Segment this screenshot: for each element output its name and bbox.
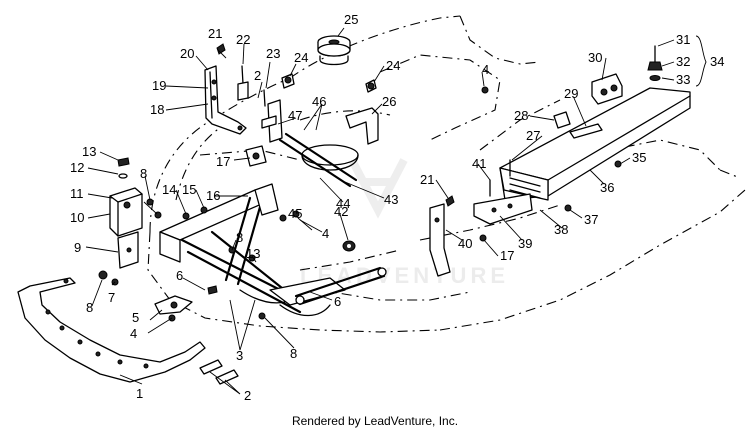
callout-14: 14 bbox=[162, 182, 176, 197]
callout-21: 21 bbox=[208, 26, 222, 41]
callout-6: 6 bbox=[334, 294, 341, 309]
upper-left-hanger-bracket bbox=[204, 43, 247, 135]
hardware-nuts bbox=[98, 86, 489, 322]
callout-23: 23 bbox=[266, 46, 280, 61]
callout-42: 42 bbox=[334, 204, 348, 219]
center-hardware bbox=[292, 210, 356, 252]
stud-nut-stack bbox=[647, 45, 663, 81]
callout-17: 17 bbox=[500, 248, 514, 263]
callout-26: 26 bbox=[382, 94, 396, 109]
rail-clip bbox=[553, 111, 571, 129]
bumper-bolts bbox=[199, 359, 239, 385]
callout-21: 21 bbox=[420, 172, 434, 187]
callout-20: 20 bbox=[180, 46, 194, 61]
callout-3: 3 bbox=[236, 348, 243, 363]
callout-2: 2 bbox=[244, 388, 251, 403]
callout-19: 19 bbox=[152, 78, 166, 93]
callout-28: 28 bbox=[514, 108, 528, 123]
rear-side-bracket bbox=[429, 195, 487, 277]
callout-15: 15 bbox=[182, 182, 196, 197]
callout-47: 47 bbox=[288, 108, 302, 123]
callout-44: 44 bbox=[336, 196, 350, 211]
callout-41: 41 bbox=[472, 156, 486, 171]
callout-45: 45 bbox=[288, 206, 302, 221]
callout-4: 4 bbox=[322, 226, 329, 241]
callout-13: 13 bbox=[246, 246, 260, 261]
callout-22: 22 bbox=[236, 32, 250, 47]
callout-29: 29 bbox=[564, 86, 578, 101]
callout-2: 2 bbox=[254, 68, 261, 83]
callout-8: 8 bbox=[140, 166, 147, 181]
callout-46: 46 bbox=[312, 94, 326, 109]
right-mount-bracket bbox=[345, 79, 379, 145]
callout-33: 33 bbox=[676, 72, 690, 87]
callout-8: 8 bbox=[236, 230, 243, 245]
callout-4: 4 bbox=[130, 326, 137, 341]
callout-34: 34 bbox=[710, 54, 724, 69]
rail-mount-plate bbox=[473, 159, 622, 225]
engine-mount-area bbox=[245, 132, 359, 188]
right-frame-rail bbox=[499, 87, 691, 201]
callout-11: 11 bbox=[70, 186, 84, 201]
decal-plate bbox=[569, 123, 603, 139]
callout-39: 39 bbox=[518, 236, 532, 251]
callout-36: 36 bbox=[600, 180, 614, 195]
callout-8: 8 bbox=[290, 346, 297, 361]
callout-27: 27 bbox=[526, 128, 540, 143]
callout-16: 16 bbox=[206, 188, 220, 203]
callout-17: 17 bbox=[216, 154, 230, 169]
callout-4: 4 bbox=[482, 62, 489, 77]
steering-link bbox=[294, 266, 387, 306]
callout-24: 24 bbox=[386, 58, 400, 73]
callout-labels: 1 2 2 3 4 4 4 5 6 6 7 8 8 8 8 9 10 11 12… bbox=[70, 12, 724, 403]
center-top-bracket bbox=[237, 65, 295, 143]
hitch-bracket bbox=[591, 73, 623, 105]
callout-40: 40 bbox=[458, 236, 472, 251]
callout-13: 13 bbox=[82, 144, 96, 159]
watermark-logo bbox=[348, 158, 408, 219]
callout-30: 30 bbox=[588, 50, 602, 65]
callout-35: 35 bbox=[632, 150, 646, 165]
front-left-bracket bbox=[109, 187, 143, 269]
callout-12: 12 bbox=[70, 160, 84, 175]
drive-pulley bbox=[317, 35, 351, 66]
callout-9: 9 bbox=[74, 240, 81, 255]
callout-8: 8 bbox=[86, 300, 93, 315]
callout-24: 24 bbox=[294, 50, 308, 65]
callout-18: 18 bbox=[150, 102, 164, 117]
callout-7: 7 bbox=[108, 290, 115, 305]
callout-5: 5 bbox=[132, 310, 139, 325]
callout-38: 38 bbox=[554, 222, 568, 237]
callout-43: 43 bbox=[384, 192, 398, 207]
callout-10: 10 bbox=[70, 210, 84, 225]
callout-31: 31 bbox=[676, 32, 690, 47]
callout-1: 1 bbox=[136, 386, 143, 401]
callout-25: 25 bbox=[344, 12, 358, 27]
callout-6: 6 bbox=[176, 268, 183, 283]
front-bumper bbox=[17, 277, 206, 383]
callout-leaders bbox=[85, 27, 707, 395]
callout-37: 37 bbox=[584, 212, 598, 227]
callout-32: 32 bbox=[676, 54, 690, 69]
render-credit-caption: Rendered by LeadVenture, Inc. bbox=[291, 414, 459, 428]
